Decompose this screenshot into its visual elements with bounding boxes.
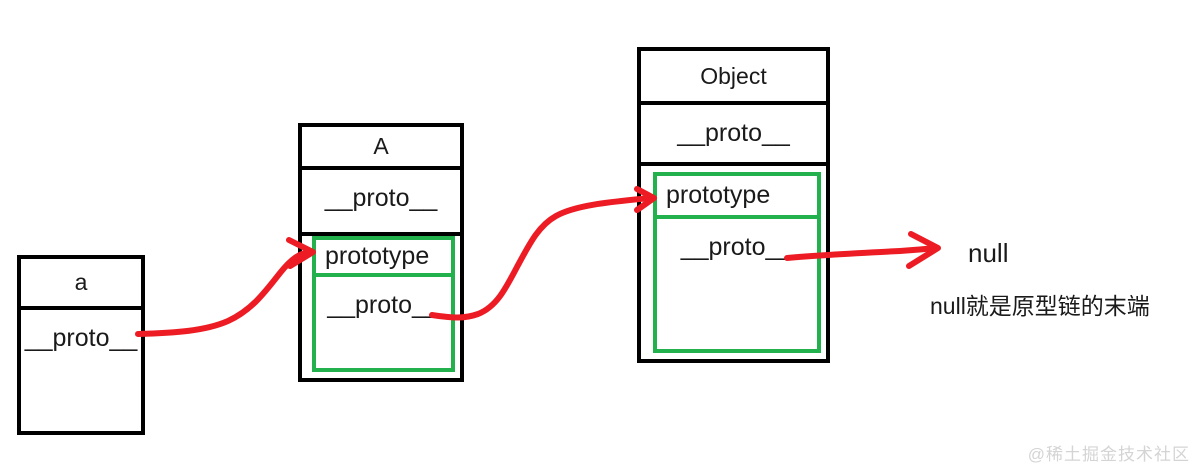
arrow-a-proto-to-A-prototype: [135, 237, 316, 337]
box-Object-prototype-proto-label: __proto__: [680, 233, 794, 261]
object-box-A: A __proto__ prototype __proto__: [298, 123, 464, 382]
box-A-title: A: [302, 127, 460, 170]
object-box-Object: Object __proto__ prototype __proto__: [637, 47, 830, 363]
box-A-prototype-container: prototype __proto__: [312, 236, 455, 372]
object-box-a: a __proto__: [17, 255, 145, 435]
box-A-prototype-label: prototype: [316, 240, 451, 277]
box-Object-title: Object: [641, 51, 826, 105]
arrow-A-prototype-proto-to-Object-prototype: [429, 186, 657, 321]
box-Object-prototype-label: prototype: [657, 176, 817, 219]
null-value-label: null: [968, 238, 1009, 268]
box-A-proto-label: __proto__: [302, 170, 460, 236]
watermark: @稀土掘金技术社区: [1027, 445, 1190, 464]
box-a-title: a: [21, 259, 141, 310]
null-chain-end-note: null就是原型链的末端: [930, 293, 1150, 319]
box-Object-proto-label: __proto__: [641, 105, 826, 166]
box-Object-prototype-container: prototype __proto__: [653, 172, 821, 353]
box-a-proto-label: __proto__: [24, 324, 138, 352]
box-A-prototype-proto-label: __proto__: [327, 291, 440, 319]
